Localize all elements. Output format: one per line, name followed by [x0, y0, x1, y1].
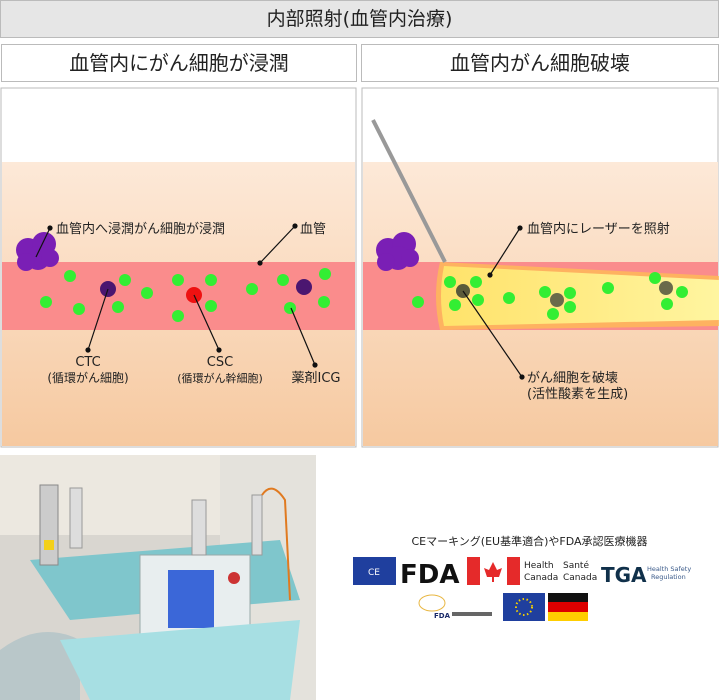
certifications-caption: CEマーキング(EU基準適合)やFDA承認医療機器	[411, 535, 648, 548]
device-photo	[0, 455, 316, 700]
ctc-label: CTC	[75, 355, 100, 370]
tumor-cluster	[376, 232, 419, 271]
laser-beam	[441, 266, 719, 326]
destroy-sub-label: (活性酸素を生成)	[527, 387, 628, 402]
csc-sub-label: (循環がん幹細胞)	[177, 371, 263, 385]
right-diagram: 血管内にレーザーを照射 がん細胞を破壊 (活性酸素を生成)	[361, 87, 719, 448]
invasion-label: 血管内へ浸潤がん細胞が浸潤	[56, 221, 225, 237]
laser-fiber	[371, 119, 447, 263]
tumor-cluster	[16, 232, 59, 271]
health-canada-text: Canada	[524, 573, 558, 583]
left-panel-header: 血管内にがん細胞が浸潤	[1, 44, 357, 82]
left-diagram: 血管内へ浸潤がん細胞が浸潤 血管 CTC (循環がん細胞) CSC (循環がん幹…	[0, 87, 357, 448]
right-panel-header: 血管内がん細胞破壊	[361, 44, 719, 82]
destroyed-cell	[550, 293, 564, 307]
ctc-sub-label: (循環がん細胞)	[47, 370, 128, 385]
health-canada-text: Health	[524, 561, 554, 571]
device-screen	[168, 570, 214, 628]
sante-canada-text: Canada	[563, 573, 597, 583]
certification-logos: CE FDA Health Canada Santé Canada TGA He…	[353, 557, 691, 621]
sante-canada-text: Santé	[563, 560, 589, 571]
taiwan-fda-logo: FDA	[418, 594, 492, 620]
page-title: 内部照射(血管内治療)	[0, 0, 719, 38]
ce-logo	[353, 557, 396, 585]
fda-logo: FDA	[400, 560, 459, 590]
tga-logo: TGA	[601, 563, 647, 587]
svg-text:Health Safety: Health Safety	[647, 565, 691, 573]
csc-label: CSC	[207, 355, 233, 370]
eu-flag	[503, 593, 545, 621]
svg-text:Regulation: Regulation	[651, 573, 686, 581]
vessel-label: 血管	[300, 222, 326, 237]
svg-text:FDA: FDA	[434, 612, 451, 620]
laser-label: 血管内にレーザーを照射	[527, 221, 670, 237]
destroy-label: がん細胞を破壊	[527, 371, 618, 386]
germany-flag	[548, 593, 588, 621]
svg-text:CE: CE	[368, 568, 380, 578]
icg-particles	[40, 268, 331, 322]
icg-label: 薬剤ICG	[292, 370, 341, 386]
ctc-cell	[296, 279, 312, 295]
destroyed-cell	[659, 281, 673, 295]
